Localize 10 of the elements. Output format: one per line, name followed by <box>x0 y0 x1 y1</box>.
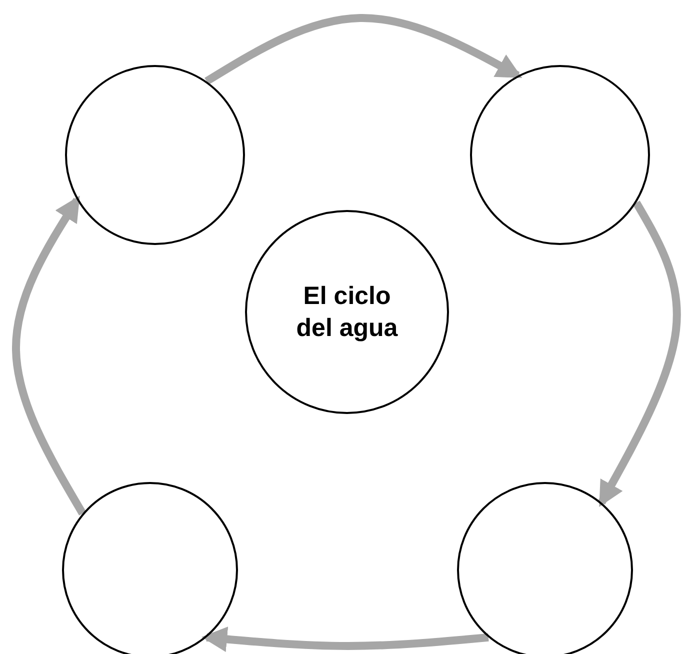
circle-shape <box>470 65 650 245</box>
curved-arrow <box>204 14 522 85</box>
circle-shape <box>62 482 238 654</box>
curved-arrow <box>12 196 86 516</box>
curved-arrow <box>201 626 489 652</box>
curved-arrow <box>598 200 681 508</box>
title-text: El ciclo del agua <box>295 280 399 344</box>
topic-circle <box>245 210 449 414</box>
circle-shape <box>457 482 633 654</box>
circle-shape <box>65 65 245 245</box>
